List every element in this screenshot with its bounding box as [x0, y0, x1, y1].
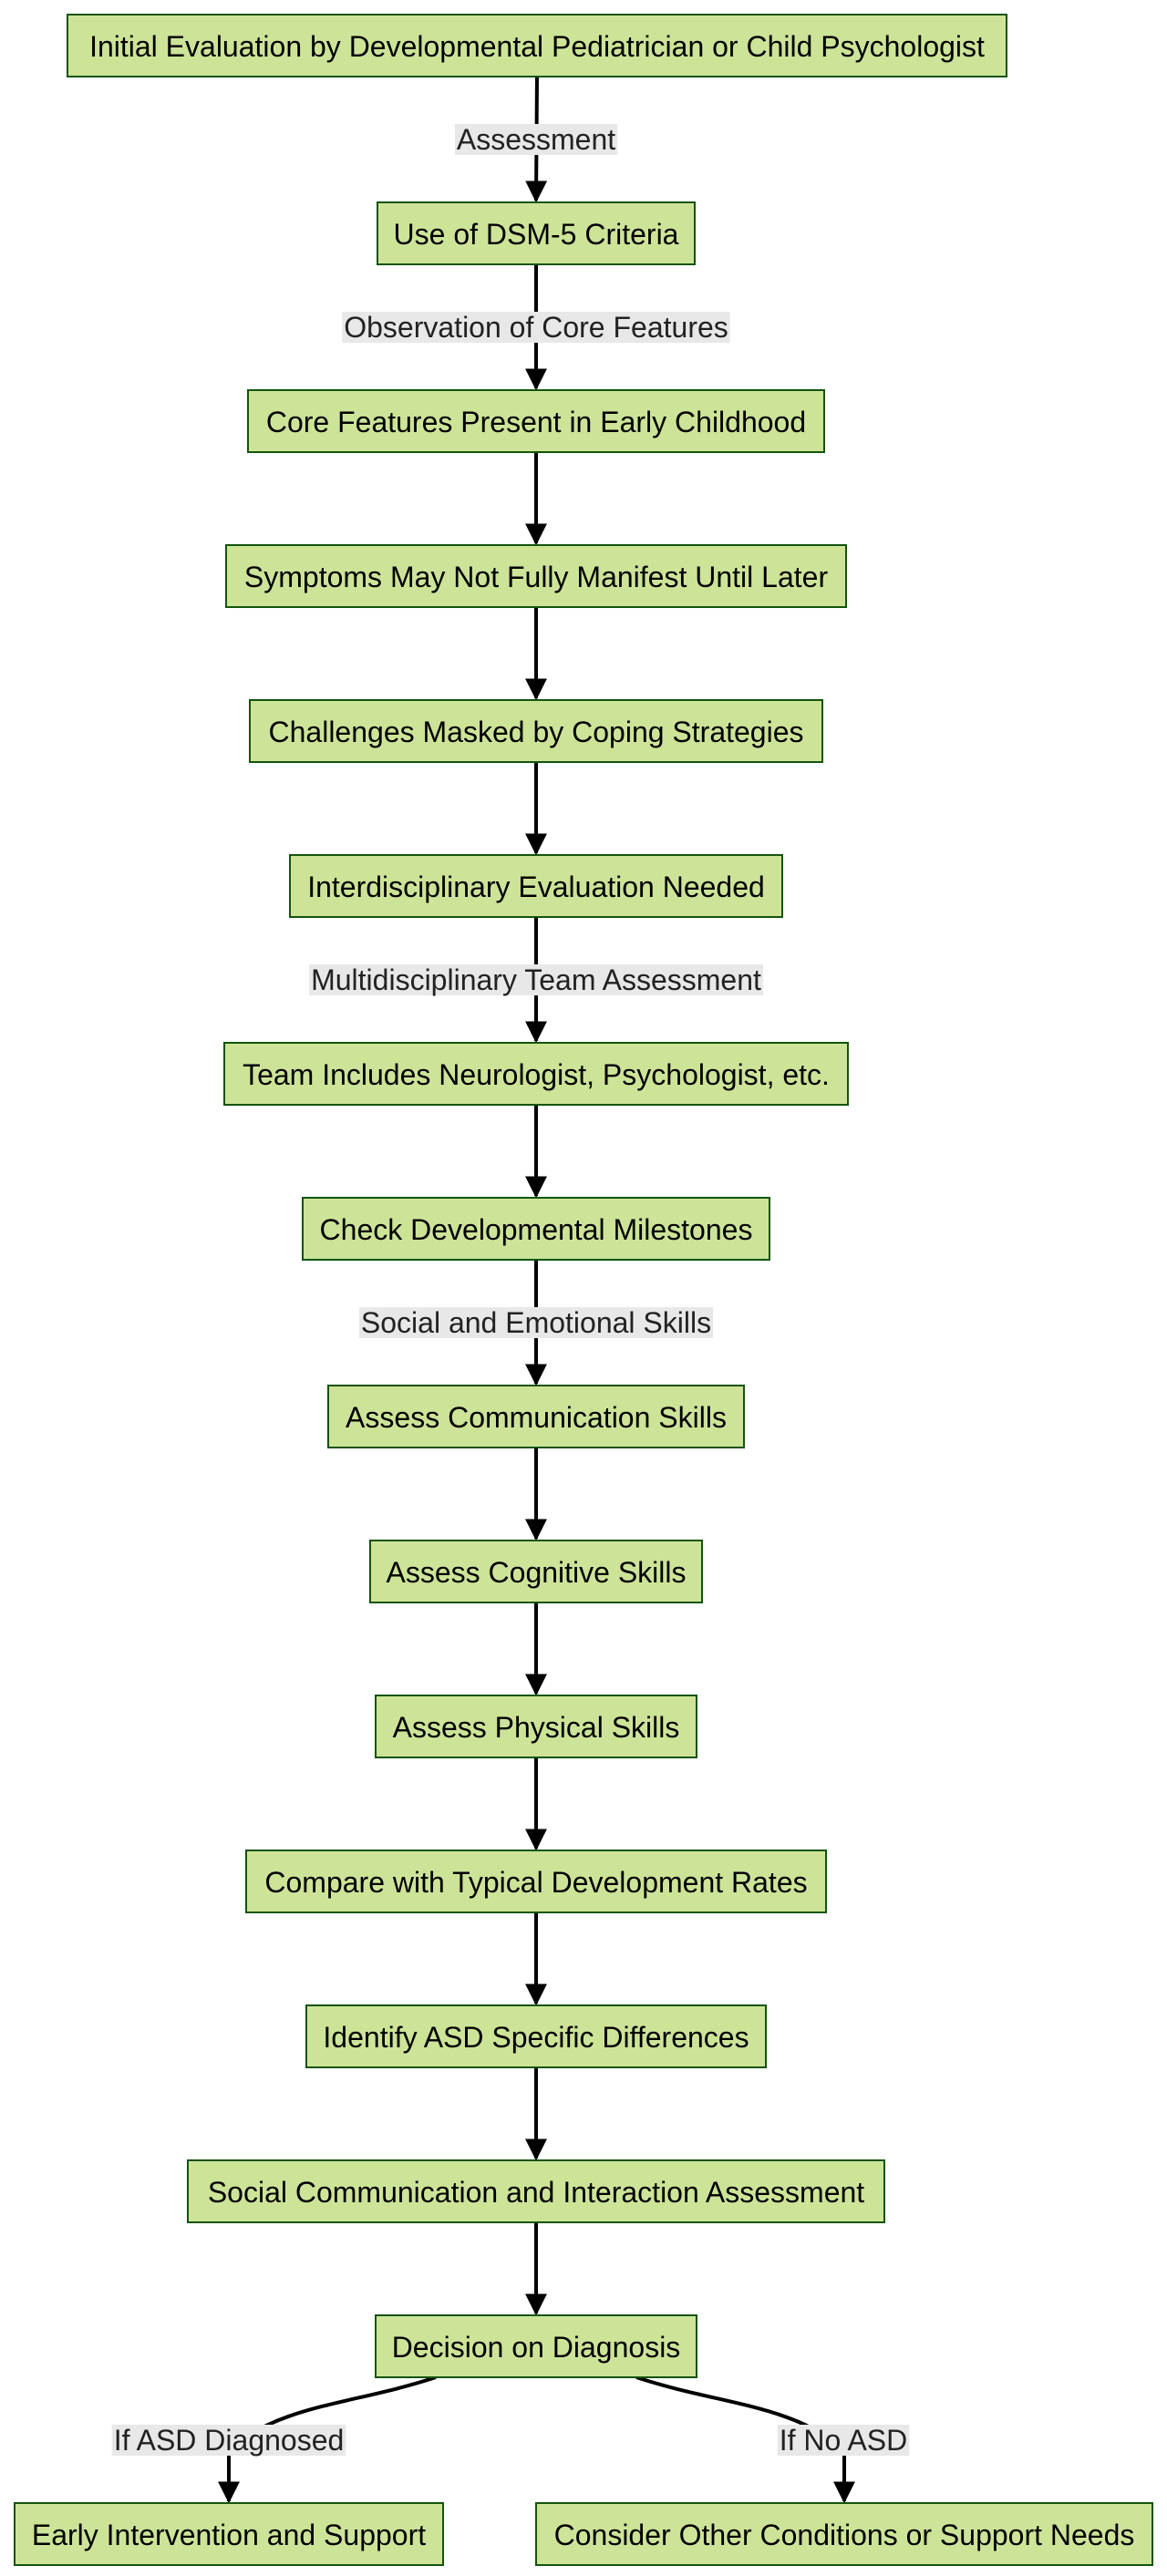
edge-label-n1-n2: Assessment — [454, 123, 618, 156]
edge-label-background — [309, 964, 764, 995]
edge-label-background — [454, 124, 618, 155]
node-label: Identify ASD Specific Differences — [323, 2021, 749, 2054]
node-n1: Initial Evaluation by Developmental Pedi… — [67, 14, 1007, 77]
edge-label-background — [342, 312, 730, 343]
nodes: Initial Evaluation by Developmental Pedi… — [14, 14, 1153, 2566]
edge-label-text: If ASD Diagnosed — [114, 2424, 345, 2457]
node-label: Assess Communication Skills — [346, 1401, 727, 1434]
edge-label-background — [358, 1307, 714, 1338]
node-n10: Assess Cognitive Skills — [369, 1540, 703, 1603]
node-box — [245, 1850, 827, 1913]
node-n17: Consider Other Conditions or Support Nee… — [535, 2502, 1153, 2566]
node-box — [375, 1695, 697, 1758]
node-box — [223, 1042, 849, 1106]
node-n5: Challenges Masked by Coping Strategies — [249, 699, 823, 763]
edge-label-text: Social and Emotional Skills — [361, 1306, 711, 1339]
node-box — [14, 2502, 444, 2566]
node-label: Compare with Typical Development Rates — [264, 1866, 807, 1899]
edge-label-n15-n16: If ASD Diagnosed — [111, 2424, 346, 2457]
node-n8: Check Developmental Milestones — [302, 1197, 770, 1261]
edge-label-text: Multidisciplinary Team Assessment — [311, 963, 761, 996]
node-label: Challenges Masked by Coping Strategies — [269, 716, 804, 748]
edge-label-background — [111, 2425, 346, 2456]
node-label: Symptoms May Not Fully Manifest Until La… — [244, 561, 829, 593]
edge-label-n2-n3: Observation of Core Features — [342, 311, 730, 344]
node-box — [187, 2159, 885, 2223]
node-box — [305, 2004, 767, 2068]
edge-label-text: Assessment — [457, 123, 615, 156]
node-n9: Assess Communication Skills — [327, 1385, 745, 1448]
node-label: Interdisciplinary Evaluation Needed — [307, 871, 765, 903]
node-label: Team Includes Neurologist, Psychologist,… — [243, 1058, 830, 1091]
node-box — [327, 1385, 745, 1448]
node-n16: Early Intervention and Support — [14, 2502, 444, 2566]
node-n4: Symptoms May Not Fully Manifest Until La… — [225, 544, 847, 608]
node-box — [535, 2502, 1153, 2566]
node-label: Decision on Diagnosis — [392, 2331, 681, 2364]
node-box — [302, 1197, 770, 1261]
edge-label-n15-n17: If No ASD — [777, 2424, 910, 2457]
node-label: Initial Evaluation by Developmental Pedi… — [89, 30, 985, 63]
node-box — [369, 1540, 703, 1603]
node-label: Consider Other Conditions or Support Nee… — [554, 2519, 1135, 2551]
node-label: Core Features Present in Early Childhood — [266, 406, 806, 438]
node-label: Assess Cognitive Skills — [387, 1556, 687, 1589]
node-n13: Identify ASD Specific Differences — [305, 2004, 767, 2068]
node-label: Use of DSM-5 Criteria — [394, 218, 679, 251]
node-n6: Interdisciplinary Evaluation Needed — [289, 854, 783, 918]
edge-label-text: Observation of Core Features — [344, 311, 728, 344]
node-box — [377, 201, 696, 265]
node-label: Check Developmental Milestones — [320, 1213, 753, 1246]
node-label: Early Intervention and Support — [32, 2519, 426, 2551]
node-label: Assess Physical Skills — [393, 1711, 680, 1744]
edge-label-background — [777, 2425, 910, 2456]
node-n2: Use of DSM-5 Criteria — [377, 201, 696, 265]
node-label: Social Communication and Interaction Ass… — [208, 2176, 864, 2209]
node-box — [247, 389, 825, 453]
edge-label-text: If No ASD — [780, 2424, 908, 2457]
node-box — [225, 544, 847, 608]
node-box — [289, 854, 783, 918]
node-n15: Decision on Diagnosis — [375, 2314, 697, 2378]
node-n14: Social Communication and Interaction Ass… — [187, 2159, 885, 2223]
node-n12: Compare with Typical Development Rates — [245, 1850, 827, 1913]
node-box — [249, 699, 823, 763]
edge-label-n8-n9: Social and Emotional Skills — [358, 1306, 714, 1339]
node-n3: Core Features Present in Early Childhood — [247, 389, 825, 453]
node-n7: Team Includes Neurologist, Psychologist,… — [223, 1042, 849, 1106]
node-n11: Assess Physical Skills — [375, 1695, 697, 1758]
node-box — [375, 2314, 697, 2378]
node-box — [67, 14, 1007, 77]
edge-label-n6-n7: Multidisciplinary Team Assessment — [309, 963, 764, 996]
